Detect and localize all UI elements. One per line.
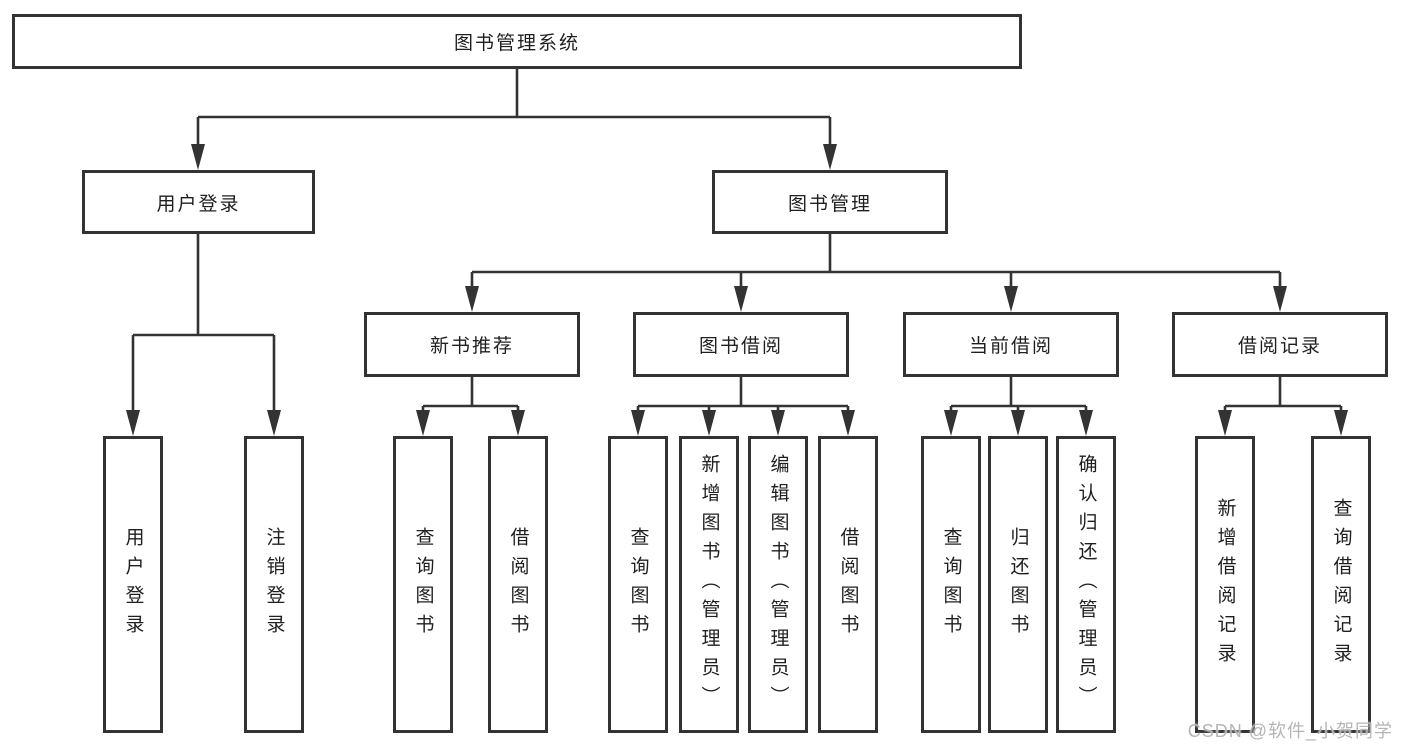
node-new-book-recommend: 新书推荐 bbox=[364, 312, 580, 377]
node-user-login: 用户登录 bbox=[82, 170, 315, 234]
leaf-label: 编辑图书（管理员） bbox=[767, 454, 789, 715]
leaf-query-borrow-record: 查询借阅记录 bbox=[1311, 436, 1371, 733]
node-label: 新书推荐 bbox=[429, 336, 514, 357]
leaf-label: 查询借阅记录 bbox=[1330, 497, 1352, 672]
leaf-label: 确认归还（管理员） bbox=[1075, 454, 1097, 715]
leaf-borrow-books: 借阅图书 bbox=[818, 436, 878, 733]
leaf-user-login: 用户登录 bbox=[103, 436, 163, 733]
leaf-label: 注销登录 bbox=[263, 526, 285, 643]
leaf-label: 用户登录 bbox=[122, 526, 144, 643]
leaf-label: 借阅图书 bbox=[507, 526, 529, 643]
leaf-label: 查询图书 bbox=[627, 526, 649, 643]
node-book-borrow: 图书借阅 bbox=[633, 312, 849, 377]
node-label: 图书管理系统 bbox=[453, 33, 580, 54]
node-book-management: 图书管理 bbox=[712, 170, 948, 234]
leaf-return-books: 归还图书 bbox=[988, 436, 1048, 733]
leaf-label: 借阅图书 bbox=[837, 526, 859, 643]
leaf-confirm-return-admin: 确认归还（管理员） bbox=[1056, 436, 1116, 733]
leaf-newbook-borrow-books: 借阅图书 bbox=[488, 436, 548, 733]
leaf-add-books-admin: 新增图书（管理员） bbox=[679, 436, 739, 733]
csdn-watermark: CSDN @软件_小贺同学 bbox=[1187, 721, 1393, 741]
leaf-current-query-books: 查询图书 bbox=[921, 436, 981, 733]
leaf-label: 查询图书 bbox=[412, 526, 434, 643]
leaf-logout: 注销登录 bbox=[244, 436, 304, 733]
node-root-book-management-system: 图书管理系统 bbox=[12, 14, 1022, 69]
node-label: 当前借阅 bbox=[968, 336, 1053, 357]
leaf-label: 新增图书（管理员） bbox=[698, 454, 720, 715]
node-label: 用户登录 bbox=[156, 193, 241, 215]
leaf-edit-books-admin: 编辑图书（管理员） bbox=[748, 436, 808, 733]
leaf-label: 新增借阅记录 bbox=[1214, 497, 1236, 672]
leaf-borrow-query-books: 查询图书 bbox=[608, 436, 668, 733]
node-borrow-records: 借阅记录 bbox=[1172, 312, 1388, 377]
node-current-borrow: 当前借阅 bbox=[903, 312, 1119, 377]
leaf-add-borrow-record: 新增借阅记录 bbox=[1195, 436, 1255, 733]
node-label: 图书借阅 bbox=[698, 336, 783, 357]
leaf-label: 查询图书 bbox=[940, 526, 962, 643]
node-label: 图书管理 bbox=[787, 193, 872, 215]
arrowheads bbox=[126, 144, 1348, 436]
leaf-label: 归还图书 bbox=[1007, 526, 1029, 643]
node-label: 借阅记录 bbox=[1237, 336, 1322, 357]
leaf-newbook-query-books: 查询图书 bbox=[393, 436, 453, 733]
